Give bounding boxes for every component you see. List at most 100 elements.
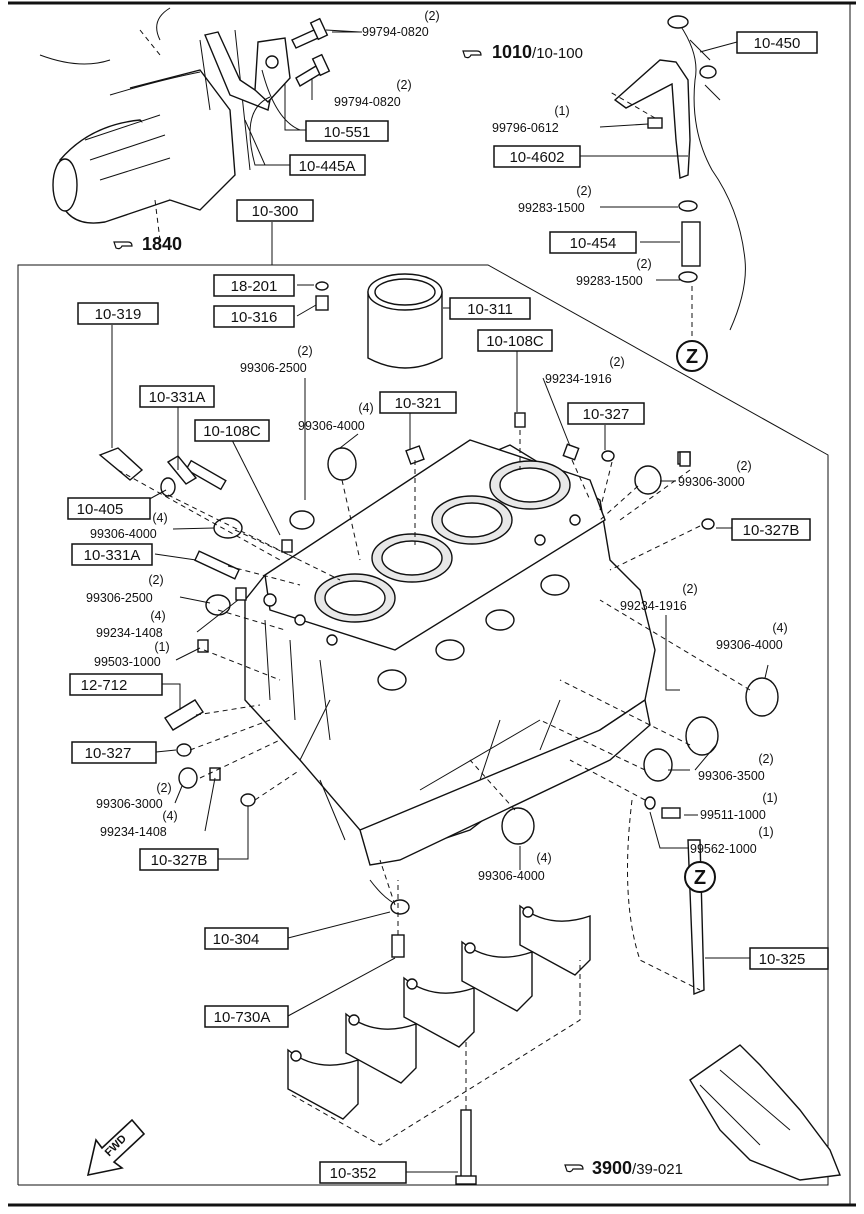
bearing-cap-bolt <box>391 934 405 958</box>
svg-text:Z: Z <box>694 867 706 889</box>
svg-text:(4): (4) <box>162 809 177 823</box>
plug-cap <box>289 510 315 530</box>
part-label-10-321[interactable]: 10-321 <box>379 391 457 414</box>
svg-text:10-321: 10-321 <box>395 395 442 412</box>
part-label-12-712[interactable]: 12-712 <box>69 673 163 696</box>
part-label-10-108C[interactable]: 10-108C <box>477 329 553 352</box>
svg-text:99283-1500: 99283-1500 <box>576 274 643 288</box>
svg-text:99306-2500: 99306-2500 <box>240 361 307 375</box>
part-label-10-108C[interactable]: 10-108C <box>194 419 270 442</box>
svg-text:(2): (2) <box>297 344 312 358</box>
svg-text:(4): (4) <box>536 851 551 865</box>
reference-link-1840[interactable]: 1840 <box>113 234 182 254</box>
plug-part <box>701 518 715 530</box>
svg-text:99794-0820: 99794-0820 <box>334 95 401 109</box>
bolt-part <box>291 17 329 49</box>
svg-text:10-327B: 10-327B <box>743 522 800 539</box>
svg-text:99306-2500: 99306-2500 <box>86 591 153 605</box>
svg-text:1010/10-100: 1010/10-100 <box>492 42 583 62</box>
svg-text:10-405: 10-405 <box>77 501 124 518</box>
part-label-10-730A[interactable]: 10-730A <box>204 1005 289 1028</box>
svg-text:99306-3000: 99306-3000 <box>96 797 163 811</box>
svg-text:(2): (2) <box>396 78 411 92</box>
dowel-part <box>235 587 247 601</box>
plug-cap <box>213 517 243 539</box>
part-number-99234-1916: (2)99234-1916 <box>620 582 698 613</box>
part-number-99503-1000: (1)99503-1000 <box>94 640 170 669</box>
reference-link-1010[interactable]: 1010/10-100 <box>462 42 583 62</box>
dowel-part <box>562 443 580 461</box>
part-label-10-4602[interactable]: 10-4602 <box>493 145 581 168</box>
part-label-10-311[interactable]: 10-311 <box>449 297 531 320</box>
bolt-part <box>405 445 425 465</box>
svg-text:99511-1000: 99511-1000 <box>700 808 766 822</box>
dowel-part <box>281 539 293 553</box>
part-label-10-551[interactable]: 10-551 <box>305 120 389 142</box>
part-label-10-450[interactable]: 10-450 <box>736 31 818 54</box>
part-label-10-325[interactable]: 10-325 <box>749 947 829 970</box>
svg-text:10-730A: 10-730A <box>214 1009 271 1026</box>
part-label-10-331A[interactable]: 10-331A <box>71 543 153 566</box>
part-label-10-327B[interactable]: 10-327B <box>139 848 219 871</box>
reference-link-3900[interactable]: 3900/39-021 <box>564 1158 683 1178</box>
cylinder-block-illustration <box>244 439 656 866</box>
washer-part <box>160 477 176 497</box>
svg-text:(1): (1) <box>554 104 569 118</box>
part-label-10-327B[interactable]: 10-327B <box>731 518 811 541</box>
plug-cap <box>205 594 231 616</box>
bearing-cap-bolt-long <box>455 1109 477 1185</box>
part-number-99306-3500: (2)99306-3500 <box>698 752 774 783</box>
part-label-10-319[interactable]: 10-319 <box>77 302 159 325</box>
svg-text:(2): (2) <box>682 582 697 596</box>
part-label-10-454[interactable]: 10-454 <box>549 231 637 254</box>
plug-part <box>315 281 329 291</box>
svg-text:(4): (4) <box>150 609 165 623</box>
svg-text:10-108C: 10-108C <box>486 333 544 350</box>
forward-direction-arrow-icon: FWD <box>86 1118 146 1177</box>
plug-part <box>240 793 256 807</box>
svg-text:(4): (4) <box>358 401 373 415</box>
svg-text:10-4602: 10-4602 <box>509 149 564 166</box>
part-label-10-445A[interactable]: 10-445A <box>289 154 366 176</box>
part-label-10-405[interactable]: 10-405 <box>67 497 151 520</box>
part-label-10-327[interactable]: 10-327 <box>567 402 645 425</box>
part-number-99306-3000: (2)99306-3000 <box>96 781 172 811</box>
part-label-10-327[interactable]: 10-327 <box>71 741 157 764</box>
plug-cap <box>643 748 673 782</box>
main-bearing-caps <box>287 904 591 1120</box>
part-number-99306-2500: (2)99306-2500 <box>86 573 164 605</box>
part-number-99562-1000: (1)99562-1000 <box>690 825 774 856</box>
part-number-99306-4000: (4)99306-4000 <box>90 511 168 541</box>
dowel-part <box>315 295 329 311</box>
part-label-10-300[interactable]: 10-300 <box>236 199 314 222</box>
svg-text:(2): (2) <box>736 459 751 473</box>
svg-text:99234-1408: 99234-1408 <box>96 626 163 640</box>
plug-cap <box>327 447 357 481</box>
svg-text:10-325: 10-325 <box>759 951 806 968</box>
svg-text:99306-4000: 99306-4000 <box>716 638 783 652</box>
svg-text:99796-0612: 99796-0612 <box>492 121 559 135</box>
stud-part <box>194 550 240 580</box>
part-label-10-352[interactable]: 10-352 <box>319 1161 407 1184</box>
part-number-99234-1408: (4) 99234-1408 <box>100 809 178 839</box>
svg-text:(1): (1) <box>758 825 773 839</box>
svg-text:10-327B: 10-327B <box>151 852 208 869</box>
svg-text:99562-1000: 99562-1000 <box>690 842 757 856</box>
part-number-99794-0820: (2)99794-0820 <box>362 9 440 39</box>
part-label-10-331A[interactable]: 10-331A <box>139 385 215 408</box>
hose-part <box>681 221 701 267</box>
bolt-part <box>295 53 331 87</box>
part-number-99283-1500: (2)99283-1500 <box>518 184 592 215</box>
svg-text:99794-0820: 99794-0820 <box>362 25 429 39</box>
part-number-99511-1000: (1)99511-1000 <box>700 791 778 822</box>
svg-text:99234-1408: 99234-1408 <box>100 825 167 839</box>
part-label-10-316[interactable]: 10-316 <box>213 305 295 328</box>
svg-text:10-327: 10-327 <box>85 745 132 762</box>
part-label-10-304[interactable]: 10-304 <box>204 927 289 950</box>
part-number-99796-0612: (1) 99796-0612 <box>492 104 570 135</box>
part-label-18-201[interactable]: 18-201 <box>213 274 295 297</box>
svg-text:10-319: 10-319 <box>95 306 142 323</box>
pointing-hand-icon <box>564 1164 584 1173</box>
stud-part <box>185 459 227 491</box>
plug-part <box>176 743 192 757</box>
